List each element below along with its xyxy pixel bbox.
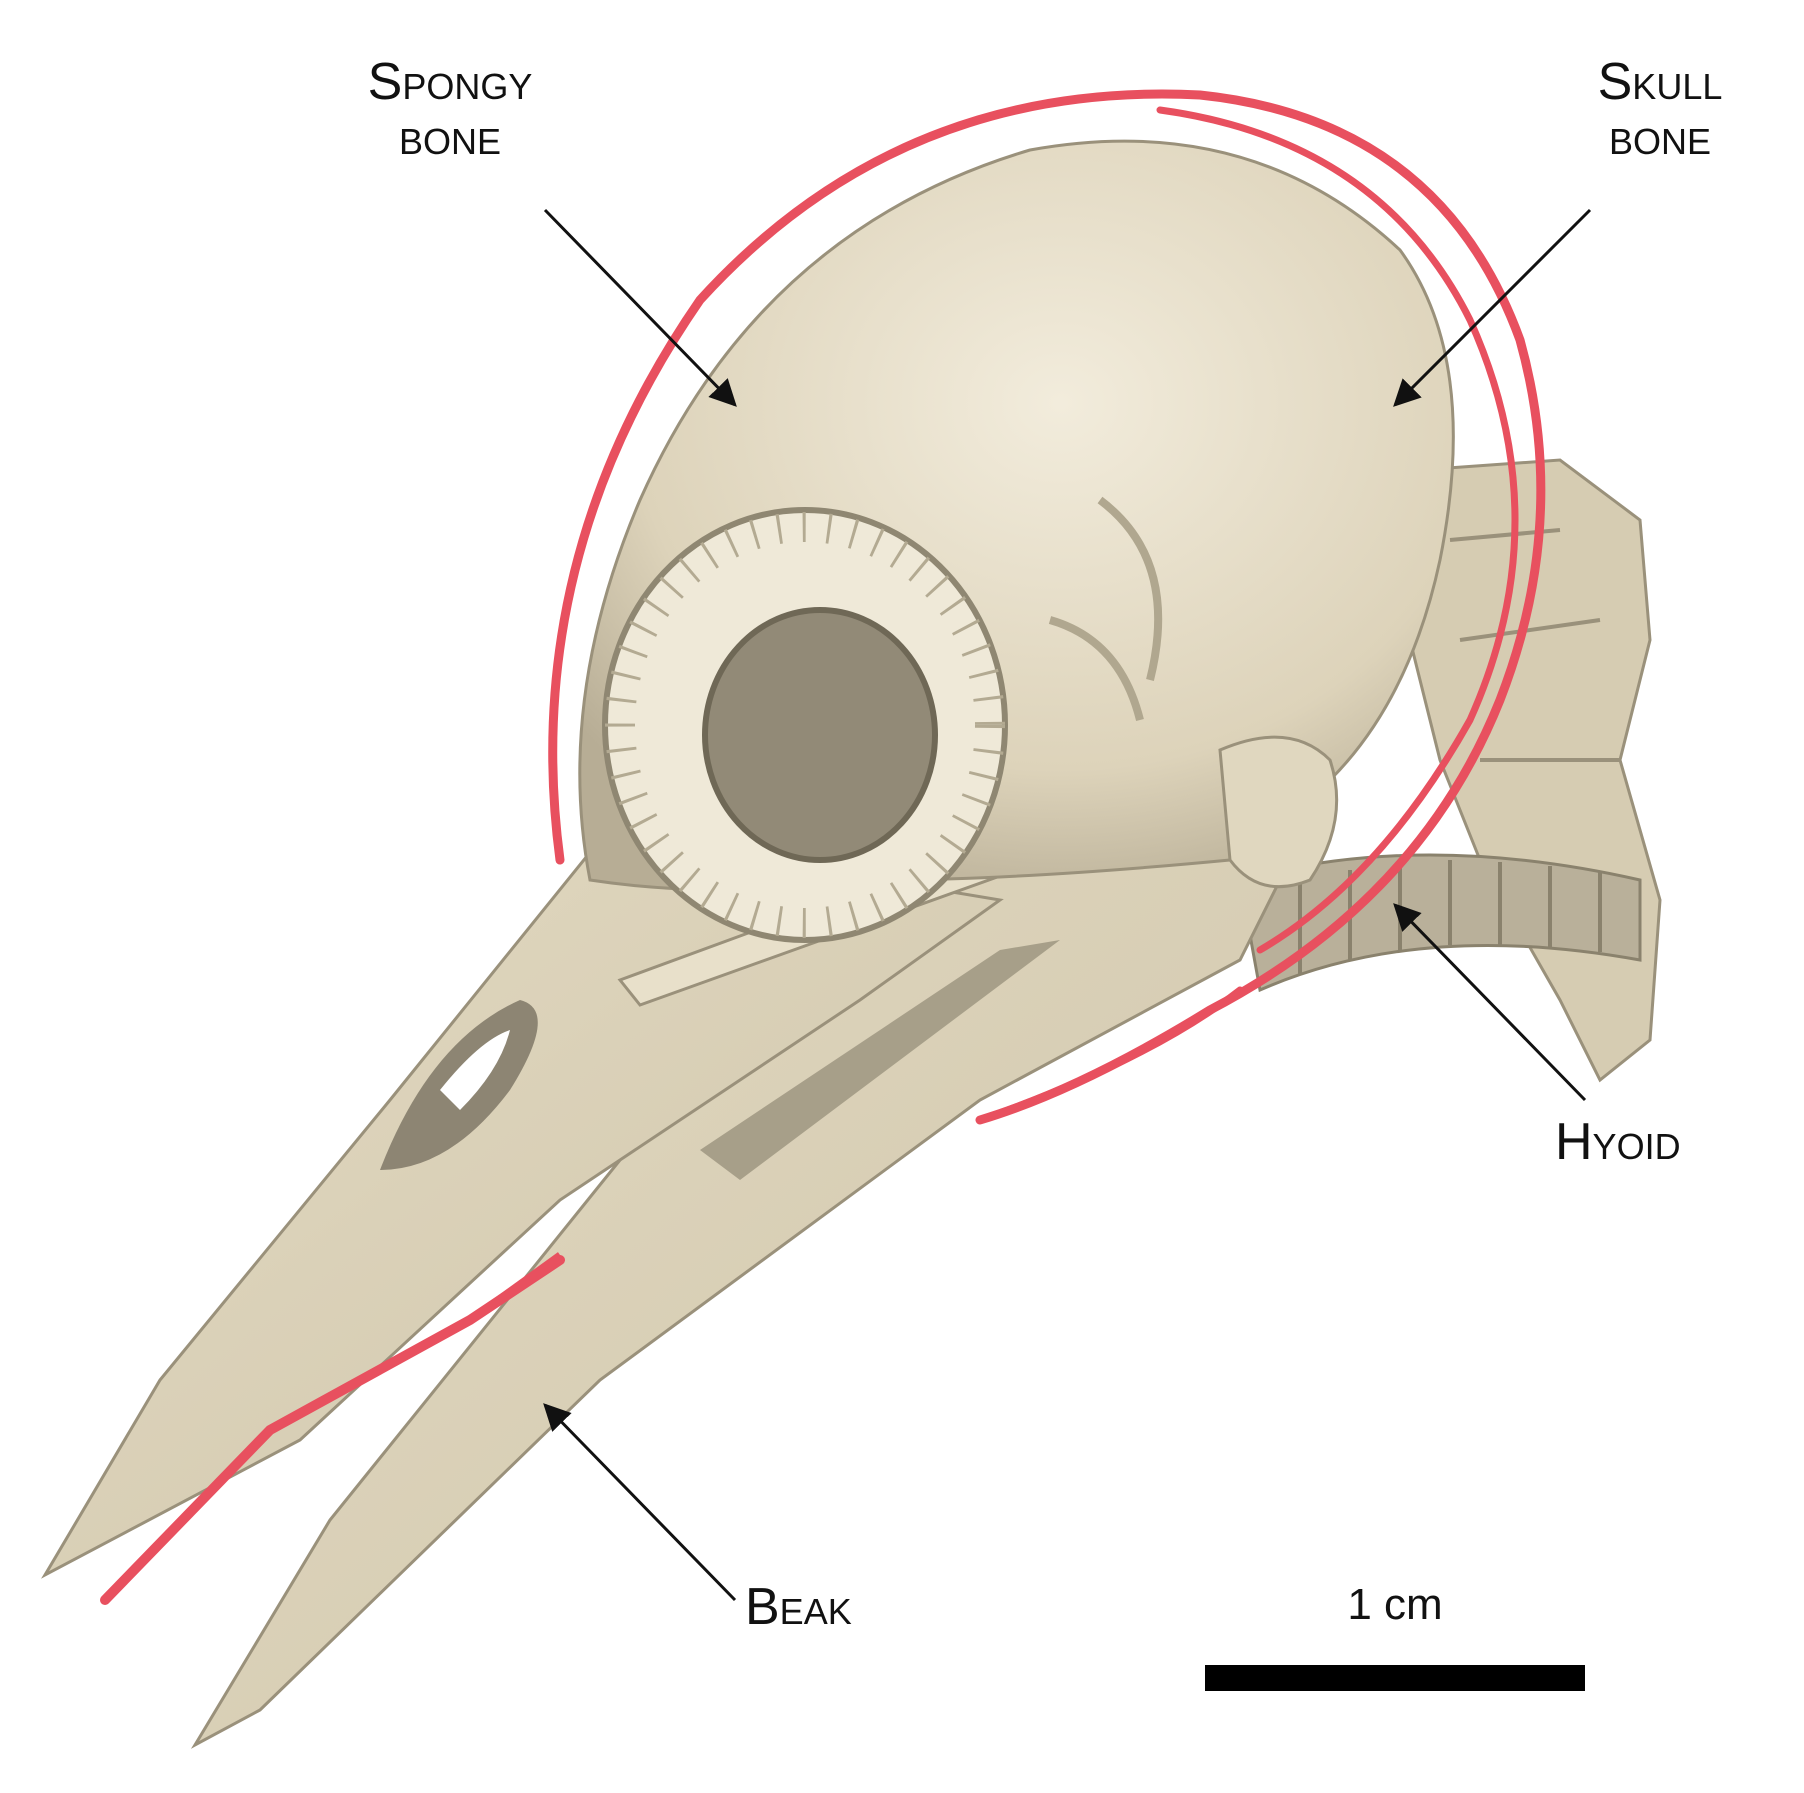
label-spongy-bone-line1: Spongy: [367, 53, 533, 111]
arrow-spongy-bone: [543, 208, 737, 407]
label-skull-bone: Skull bone: [1560, 55, 1760, 164]
scale-bar-label: 1 cm: [1347, 1580, 1443, 1629]
upper-beak: [41, 838, 1004, 1579]
nostril-opening: [440, 1030, 510, 1110]
arrow-skull-bone: [1393, 208, 1592, 407]
scale-bar: [1205, 1665, 1585, 1691]
annotation-arrows: [543, 208, 1592, 1602]
quadrate: [1218, 735, 1339, 889]
label-beak: Beak: [745, 1578, 852, 1636]
label-spongy-bone: Spongy bone: [300, 55, 600, 164]
hyoid-bone: [100, 89, 1546, 1605]
mandible-groove: [700, 940, 1060, 1180]
cranium-ridge: [1048, 496, 1163, 721]
label-spongy-bone-line2: bone: [398, 107, 502, 166]
arrow-hyoid: [1393, 903, 1587, 1102]
eye: [602, 507, 1008, 943]
label-skull-bone-line2: bone: [1608, 107, 1712, 166]
label-skull-bone-line1: Skull: [1597, 53, 1723, 111]
arrow-beak: [543, 1403, 737, 1602]
label-hyoid: Hyoid: [1555, 1113, 1681, 1171]
